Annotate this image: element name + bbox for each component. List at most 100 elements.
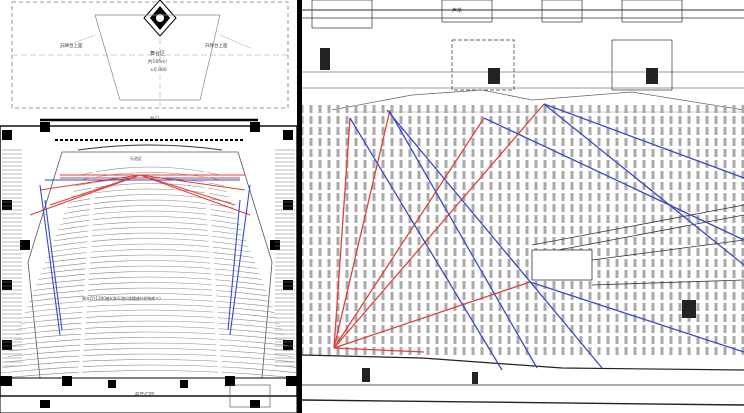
seat-row [0, 370, 297, 379]
reflection-line-blue [529, 281, 744, 353]
seat-row [73, 183, 227, 192]
pit-label: 乐池区 [130, 155, 142, 161]
reflection-line-blue [483, 117, 744, 241]
reflection-line-blue [349, 117, 503, 371]
sightline-blue [229, 184, 251, 336]
reflection-line-red [333, 117, 485, 349]
seat-row [60, 216, 240, 225]
seat-row [35, 276, 265, 286]
stage-lift-outline [94, 14, 221, 101]
side-right-label: 升降台上面 [205, 42, 228, 49]
seat-row [11, 337, 289, 346]
column [2, 200, 12, 210]
seat-row [62, 210, 238, 220]
leader-right [219, 34, 251, 49]
reflection-line-red [333, 103, 545, 349]
seat-row [44, 254, 256, 264]
stage-elevation: ±0.000 [150, 67, 167, 73]
stage-area: 约195m² [148, 58, 167, 65]
seat-row [68, 194, 232, 203]
seat-row [55, 227, 245, 236]
reflection-line-red [333, 117, 351, 349]
column [283, 200, 293, 210]
lobby-blocks [0, 376, 297, 408]
seat-row [7, 348, 293, 357]
reflection-line-blue [543, 103, 744, 179]
floor-blocks [362, 300, 696, 384]
column [250, 122, 260, 132]
seat-row [79, 166, 221, 176]
seat-row [49, 243, 251, 253]
seating-section-hatch [302, 105, 744, 355]
side-left-label: 升降台上面 [60, 42, 83, 49]
sightline-blue [39, 184, 61, 336]
seats-note: 观众厅(1200座)(含乐池)(含楼座)(含残疾人) [82, 295, 161, 301]
stage-symbol-icon [143, 0, 177, 37]
panel-divider [297, 0, 302, 413]
sightline-red [139, 174, 246, 191]
seat-row [24, 304, 276, 313]
ceiling-reflectors [331, 89, 744, 111]
leader-left [59, 34, 96, 49]
column [2, 340, 12, 350]
seat-row [20, 315, 280, 324]
column [283, 340, 293, 350]
sightlines [29, 174, 251, 336]
reflection-lines [333, 103, 744, 371]
seat-row [64, 205, 236, 214]
sightline-red [139, 174, 251, 216]
sightline-blue [44, 199, 63, 331]
acoustic-bridge-label: 声桥 [452, 7, 462, 14]
auditorium-floor [302, 354, 744, 406]
section-drawing: 声桥 [302, 0, 744, 406]
seat-row [9, 342, 291, 352]
column [40, 122, 50, 132]
reflection-line-red [333, 109, 391, 349]
proscenium-label: 台口 [150, 115, 159, 122]
lobby-stairs [229, 384, 271, 408]
column [270, 240, 280, 250]
seat-row [29, 293, 271, 302]
reflection-line-blue [389, 111, 538, 369]
seat-row [18, 320, 282, 330]
seat-row [33, 282, 267, 291]
building-walls [0, 118, 297, 397]
seat-row [16, 326, 284, 335]
reflection-line-red [333, 281, 531, 349]
seating-rows [0, 164, 297, 379]
column [20, 240, 30, 250]
roof-structure [302, 0, 744, 91]
seat-row [40, 265, 260, 275]
seat-row [13, 331, 287, 341]
stage-label: 舞台区 [150, 50, 165, 57]
seat-row [57, 221, 243, 231]
floor-plan-panel: 升降台上面 升降台上面 舞台区 约195m² ±0.000 台口 乐池区 观众厅… [0, 0, 297, 413]
structural-columns [2, 122, 293, 350]
orchestra-pit-edge [77, 144, 223, 151]
reflection-line-blue [386, 109, 603, 369]
sightline-blue [227, 199, 241, 331]
section-panel: 声桥 [302, 0, 744, 413]
seat-row [51, 238, 249, 247]
reflection-line-red [333, 347, 425, 353]
sightline-red [39, 174, 141, 191]
floor-plan-drawing: 升降台上面 升降台上面 舞台区 约195m² ±0.000 台口 乐池区 观众厅… [0, 0, 297, 413]
seat-row [38, 271, 262, 280]
seat-row [27, 298, 273, 308]
side-stairs-hatch [2, 149, 295, 367]
aisle [78, 164, 97, 376]
column [283, 130, 293, 140]
seat-row [31, 287, 269, 297]
reflection-line-blue [543, 103, 744, 266]
lobby-outline [0, 377, 297, 413]
column [283, 280, 293, 290]
seat-row [2, 359, 297, 368]
seat-row [53, 232, 247, 242]
column [2, 280, 12, 290]
seat-row [22, 309, 278, 319]
seat-row [46, 249, 254, 258]
column [2, 130, 12, 140]
seat-row [66, 199, 234, 209]
balcony [531, 204, 744, 286]
